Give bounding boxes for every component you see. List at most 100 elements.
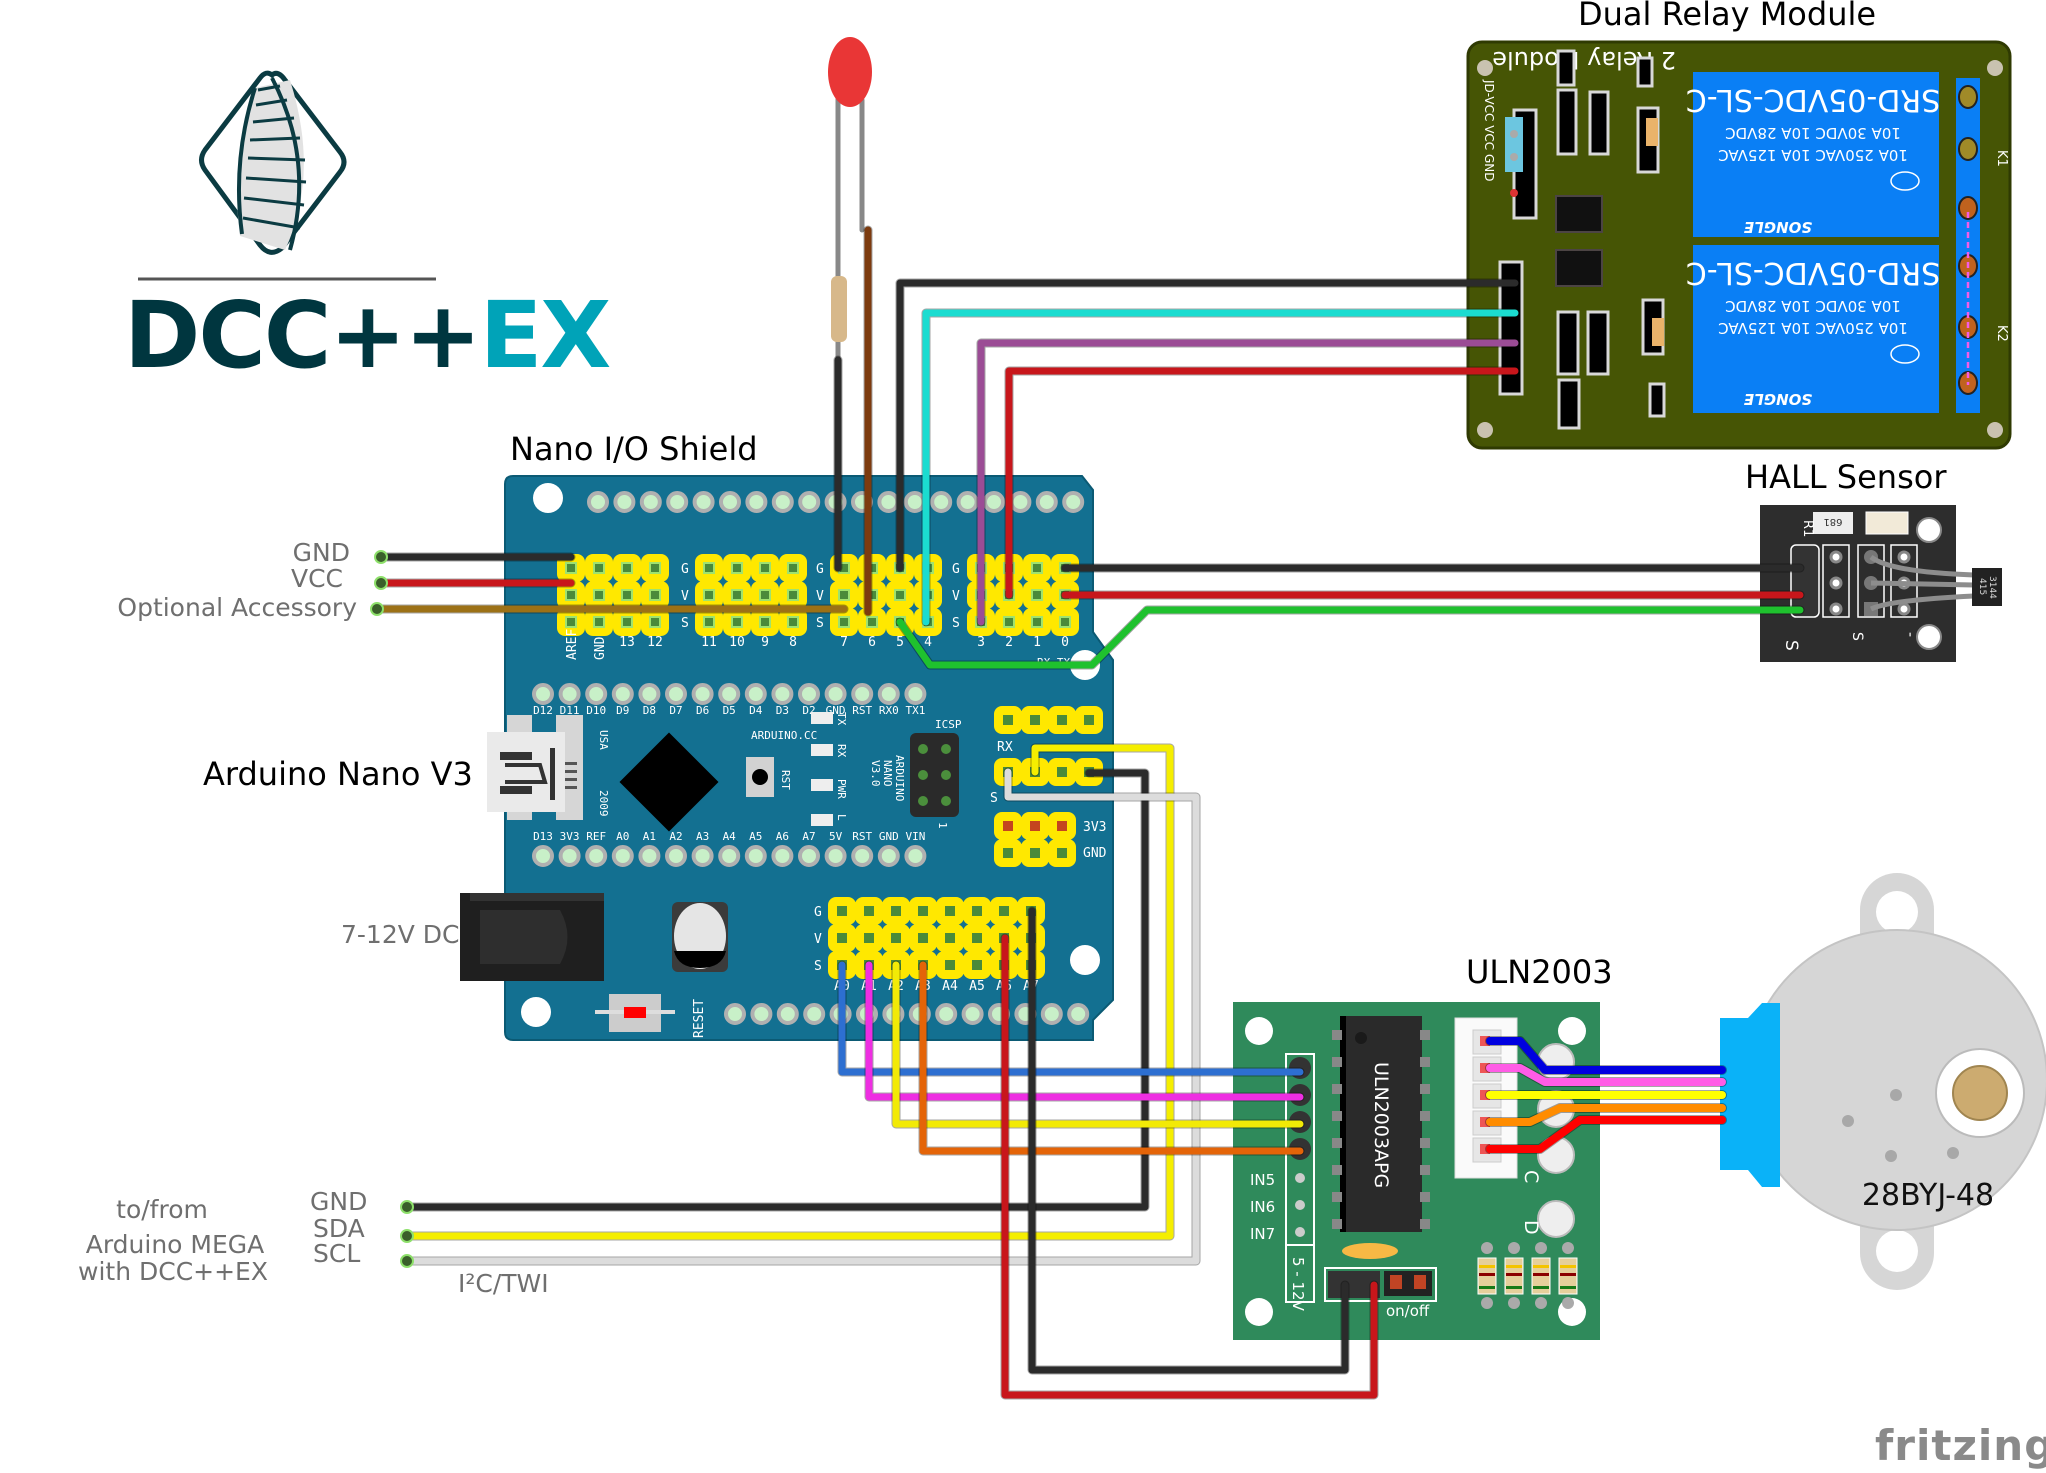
nano-top-pin-label: D3 (776, 704, 789, 717)
shield-top-hole (613, 491, 636, 513)
motor-shaft (1952, 1065, 2008, 1121)
digital-pin-label: 12 (647, 635, 663, 650)
i2c-scl-wire[interactable] (403, 768, 1200, 1265)
digital-pin-label: 7 (840, 635, 848, 650)
shield-top-hole (983, 491, 1005, 513)
uln-unused-pin (1295, 1200, 1305, 1210)
nano-bottom-pin (744, 845, 767, 867)
header-pad (918, 906, 928, 916)
header-pad (649, 616, 661, 628)
wire-endpoint (374, 550, 388, 564)
header-pad (945, 933, 955, 943)
motor-in1-wire[interactable] (838, 961, 1304, 1076)
header-pad (565, 616, 577, 628)
header-pad (1030, 715, 1040, 725)
uln-vcc-wire[interactable] (1001, 934, 1378, 1399)
hall-signal-wire[interactable] (896, 606, 1804, 669)
header-pad (621, 616, 633, 628)
header-pad (1084, 715, 1094, 725)
hall-ic-label: 3144 (1987, 576, 1997, 599)
dcc-ex-logo: DCC++EX (124, 70, 612, 389)
row-label: S (681, 616, 689, 631)
shield-bottom-hole (935, 1003, 958, 1025)
relay-k2: SRD-05VDC-SL-C 10A 30VDC 10A 28VDC 10A 2… (1686, 245, 1940, 413)
nano-reset-button[interactable] (746, 757, 774, 797)
relay-vcc-wire[interactable] (1005, 367, 1519, 599)
nano-led-label: RX (835, 744, 848, 758)
power-header (1324, 1267, 1437, 1302)
nano-model-1: ARDUINO (893, 755, 906, 801)
nano-top-pin (611, 683, 634, 705)
digital-pin-label: 2 (1005, 635, 1013, 650)
dc-power-jack (460, 893, 604, 981)
motor-lead-red[interactable] (1486, 1116, 1726, 1153)
nano-bottom-pin-label: A3 (696, 830, 709, 843)
acc-gnd-label: GND (293, 538, 350, 567)
analog-pin-label: A4 (942, 979, 958, 994)
nano-top-pin (718, 683, 741, 705)
icsp-label: ICSP (935, 718, 962, 731)
motor-in4-wire[interactable] (919, 961, 1304, 1155)
optocoupler (1555, 249, 1603, 287)
header-pad (838, 589, 850, 601)
digital-pin-label: 8 (789, 635, 797, 650)
motor-in2-wire[interactable] (865, 961, 1304, 1101)
nano-top-pin-label: D7 (669, 704, 682, 717)
uln-gnd-wire[interactable] (1028, 907, 1349, 1374)
header-pad (731, 589, 743, 601)
header-pad (891, 906, 901, 916)
motor-connector-pin (1480, 1090, 1490, 1100)
shield-bottom-hole (724, 1003, 746, 1025)
reset-label: RESET (692, 999, 707, 1038)
motor-lead-pink[interactable] (1486, 1064, 1726, 1086)
nano-rst-label: RST (779, 770, 792, 790)
nano-bottom-pin (691, 845, 714, 867)
nano-usa-label: USA (597, 730, 610, 750)
hall-resistor-label: R1 (1800, 520, 1815, 537)
digital-pin-label: 5 (896, 635, 904, 650)
shield-top-hole (956, 491, 979, 513)
row-label: V (816, 589, 824, 604)
nano-bottom-pin (718, 845, 741, 867)
electrolytic-capacitor (672, 902, 728, 972)
analog-pin-label: A5 (969, 979, 985, 994)
wire-endpoint (400, 1254, 414, 1268)
nano-bottom-pin-label: 5V (829, 830, 843, 843)
i2c-power-headers (994, 706, 1103, 867)
nano-top-pin (851, 683, 874, 705)
nano-bottom-pin-label: GND (879, 830, 899, 843)
nano-bottom-pin-label: A2 (669, 830, 682, 843)
relay-model-text: SRD-05VDC-SL-C (1686, 82, 1940, 117)
nano-top-pin (585, 683, 608, 705)
relay-rating: 10A 30VDC 10A 28VDC (1725, 297, 1901, 315)
wires (370, 37, 1805, 1400)
header-pad (703, 589, 715, 601)
i2c-rx-label: RX (997, 740, 1013, 755)
nano-top-pin-label: D4 (749, 704, 763, 717)
uln-led-d: D (1520, 1220, 1542, 1235)
motor-in3-wire[interactable] (892, 961, 1304, 1128)
motor-connector-pin (1480, 1063, 1490, 1073)
nano-bottom-pin-label: A7 (802, 830, 815, 843)
uln-label: ULN2003 (1466, 953, 1613, 991)
relay-gnd-wire[interactable] (896, 279, 1519, 572)
nano-model-2: NANO (881, 760, 894, 787)
uln-unused-pin (1295, 1173, 1305, 1183)
hall-pin-s: S (1781, 640, 1801, 651)
relay-in2-wire[interactable] (977, 339, 1519, 626)
header-pad (621, 562, 633, 574)
motor-lead-orange[interactable] (1486, 1104, 1726, 1126)
motor-connector-pin (1480, 1117, 1490, 1127)
i2c-sda-wire[interactable] (403, 744, 1174, 1240)
relay-in1-wire[interactable] (922, 309, 1519, 626)
i2c-gnd-wire[interactable] (403, 769, 1149, 1211)
digital-pin-label: AREF (565, 629, 580, 660)
row-label: G (952, 562, 960, 577)
reset-button[interactable] (595, 994, 675, 1032)
nano-model-3: V3.0 (869, 760, 882, 787)
usb-connector[interactable] (487, 715, 583, 820)
motor-lead-blue[interactable] (1486, 1037, 1726, 1074)
